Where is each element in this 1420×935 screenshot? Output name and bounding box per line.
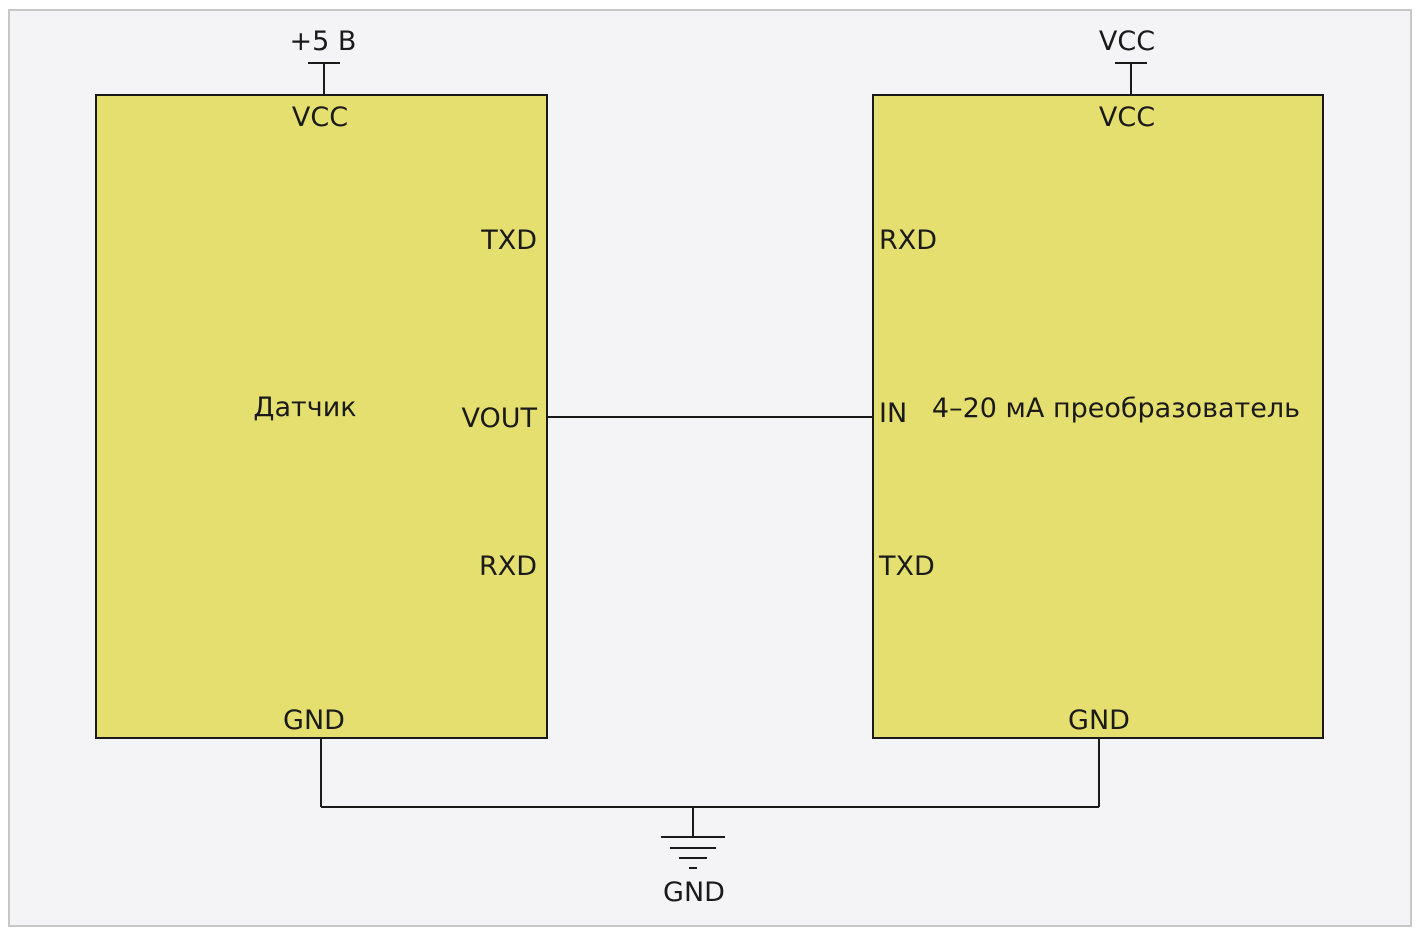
- converter-block: 4–20 мА преобразователь VCC RXD IN TXD G…: [872, 94, 1324, 739]
- ground-wiring: [320, 738, 1100, 837]
- sensor-pin-txd: TXD: [480, 225, 537, 256]
- converter-box: [872, 94, 1324, 739]
- converter-pin-vcc: VCC: [1099, 102, 1155, 133]
- converter-supply-label: VCC: [1099, 26, 1155, 57]
- converter-pin-rxd: RXD: [879, 225, 937, 256]
- sensor-supply-terminal: +5 В: [290, 26, 357, 95]
- converter-supply-terminal: VCC: [1099, 26, 1155, 95]
- converter-title: 4–20 мА преобразователь: [932, 393, 1300, 424]
- sensor-pin-gnd: GND: [283, 705, 345, 736]
- sensor-supply-label: +5 В: [290, 26, 357, 57]
- sensor-block: Датчик VCC TXD VOUT RXD GND: [95, 94, 548, 739]
- sensor-pin-vcc: VCC: [292, 102, 348, 133]
- sensor-pin-vout: VOUT: [461, 403, 537, 434]
- converter-pin-in: IN: [879, 398, 907, 429]
- sensor-title: Датчик: [253, 392, 356, 423]
- converter-pin-txd: TXD: [878, 551, 935, 582]
- ground-symbol: GND: [661, 836, 725, 908]
- converter-pin-gnd: GND: [1068, 705, 1130, 736]
- sensor-box: [95, 94, 548, 739]
- ground-label: GND: [663, 877, 725, 908]
- sensor-pin-rxd: RXD: [479, 551, 537, 582]
